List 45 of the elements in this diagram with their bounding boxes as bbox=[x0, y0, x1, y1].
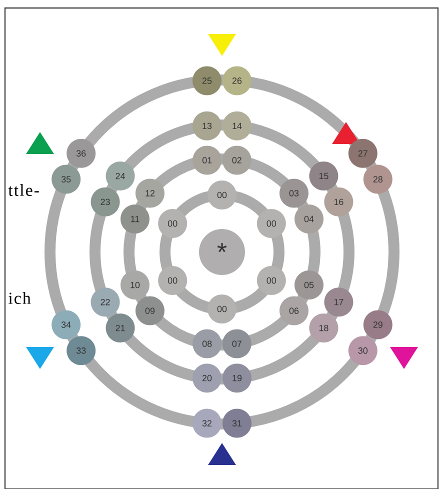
color-disc: 08 bbox=[192, 329, 222, 358]
color-disc: 00 bbox=[158, 266, 188, 295]
color-disc: 10 bbox=[120, 270, 150, 300]
color-disc: 32 bbox=[192, 408, 222, 438]
color-disc: 01 bbox=[192, 146, 222, 175]
color-disc: 33 bbox=[66, 336, 96, 366]
color-disc: 35 bbox=[52, 164, 81, 194]
text-fragment: ich bbox=[8, 292, 31, 304]
color-disc: 09 bbox=[136, 296, 164, 326]
color-disc: 00 bbox=[208, 180, 236, 210]
color-disc: 17 bbox=[324, 288, 354, 317]
color-disc: 04 bbox=[294, 204, 324, 234]
color-disc: 00 bbox=[256, 266, 286, 295]
color-disc: 19 bbox=[222, 364, 252, 393]
color-disc: 31 bbox=[222, 408, 252, 438]
color-disc: 15 bbox=[309, 162, 338, 190]
color-disc: 24 bbox=[106, 162, 135, 190]
color-disc: 13 bbox=[192, 111, 222, 140]
color-disc: 12 bbox=[136, 178, 164, 208]
color-disc: 28 bbox=[363, 164, 392, 194]
color-disc: 05 bbox=[294, 270, 324, 300]
color-disc: 00 bbox=[158, 209, 188, 238]
color-disc: 03 bbox=[280, 178, 308, 208]
color-disc: 16 bbox=[324, 187, 354, 216]
color-disc: 22 bbox=[90, 288, 120, 317]
color-disc: 18 bbox=[309, 314, 338, 342]
color-disc: 20 bbox=[192, 364, 222, 393]
color-disc: 21 bbox=[106, 314, 135, 342]
color-disc: 06 bbox=[280, 296, 308, 326]
color-disc: 00 bbox=[256, 209, 286, 238]
color-disc: 07 bbox=[222, 329, 252, 358]
color-disc: 36 bbox=[66, 138, 96, 168]
text-fragment: ttle- bbox=[8, 184, 39, 196]
color-disc: 26 bbox=[222, 66, 252, 96]
color-disc: 00 bbox=[208, 294, 236, 324]
color-disc: 30 bbox=[348, 336, 378, 366]
color-disc: 02 bbox=[222, 146, 252, 175]
center-disc: * bbox=[199, 229, 245, 275]
color-disc: 29 bbox=[363, 310, 392, 340]
color-disc: 14 bbox=[222, 111, 252, 140]
color-disc: 11 bbox=[120, 204, 150, 234]
color-disc: 34 bbox=[52, 310, 81, 340]
color-disc: 23 bbox=[90, 187, 120, 216]
color-disc: 25 bbox=[192, 66, 222, 96]
color-disc: 27 bbox=[348, 138, 378, 168]
